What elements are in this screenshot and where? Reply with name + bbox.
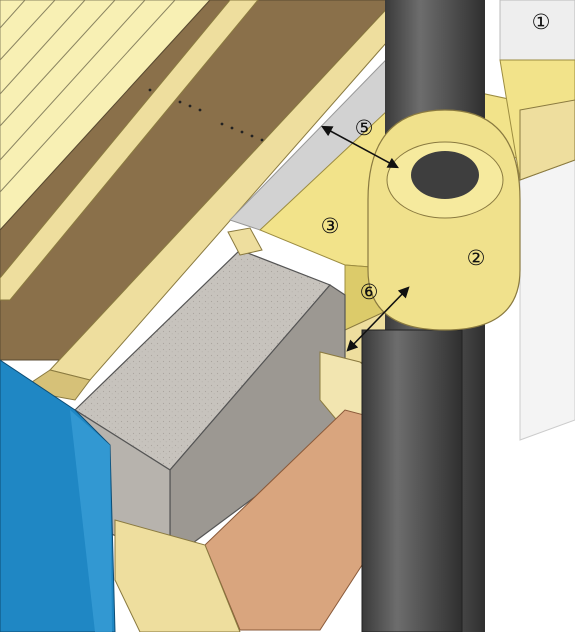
timber-rail-right: [519, 99, 575, 181]
blue-membrane-highlight: [70, 410, 112, 632]
timber-batten-upper: [0, 0, 259, 301]
timber-sill-lower: [114, 519, 241, 632]
timber-block-top: [227, 227, 263, 256]
brown-underlay: [0, 0, 396, 361]
callout-3: ③: [321, 214, 340, 238]
dimension-arrow-5: [321, 125, 399, 169]
pipe-insulation-collar: [367, 109, 521, 331]
callout-1: ①: [532, 10, 551, 34]
callout-2: ②: [467, 246, 486, 270]
callout-6: ⑥: [360, 280, 379, 304]
dimension-arrow-6: [346, 286, 410, 352]
callout-5: ⑤: [355, 116, 374, 140]
vent-pipe-lower: [361, 329, 463, 632]
back-wall-lower: [519, 159, 575, 441]
